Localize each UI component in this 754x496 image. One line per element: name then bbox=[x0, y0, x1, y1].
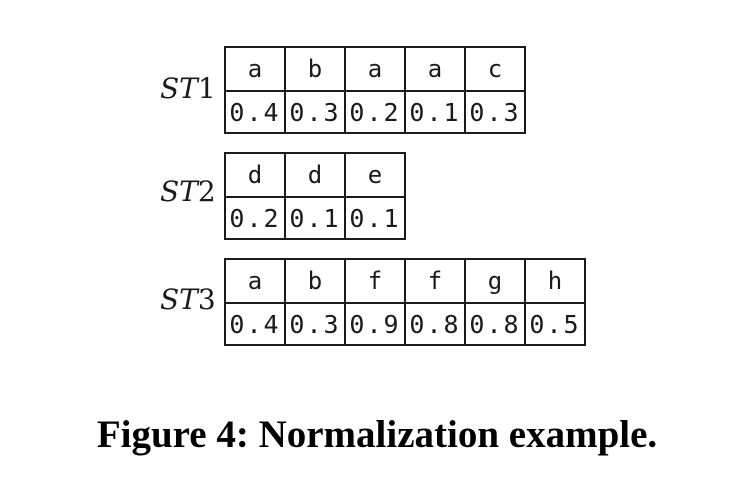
value-cell: 0.4 bbox=[224, 90, 286, 134]
symbol-cell: a bbox=[224, 258, 286, 304]
symbol-cell: a bbox=[344, 46, 406, 92]
value-cell: 0.8 bbox=[404, 302, 466, 346]
value-row: 0.2 0.1 0.1 bbox=[224, 196, 406, 240]
symbol-cell: c bbox=[464, 46, 526, 92]
row-label-st1-num: 1 bbox=[197, 72, 216, 105]
sequence-table-st2: d d e 0.2 0.1 0.1 bbox=[224, 152, 406, 240]
value-cell: 0.1 bbox=[344, 196, 406, 240]
symbol-cell: f bbox=[404, 258, 466, 304]
value-cell: 0.9 bbox=[344, 302, 406, 346]
value-cell: 0.1 bbox=[404, 90, 466, 134]
symbol-cell: d bbox=[224, 152, 286, 198]
symbol-row: d d e bbox=[224, 152, 406, 198]
row-label-st3: ST3 bbox=[160, 283, 216, 316]
symbol-cell: h bbox=[524, 258, 586, 304]
value-cell: 0.3 bbox=[464, 90, 526, 134]
symbol-cell: b bbox=[284, 258, 346, 304]
row-label-st3-text: ST bbox=[160, 283, 198, 316]
value-row: 0.4 0.3 0.9 0.8 0.8 0.5 bbox=[224, 302, 586, 346]
sequence-table-st3: a b f f g h 0.4 0.3 0.9 0.8 0.8 0.5 bbox=[224, 258, 586, 346]
row-label-st1-text: ST bbox=[160, 72, 198, 105]
symbol-cell: g bbox=[464, 258, 526, 304]
row-label-st3-num: 3 bbox=[197, 283, 216, 316]
value-cell: 0.5 bbox=[524, 302, 586, 346]
sequence-table-st1: a b a a c 0.4 0.3 0.2 0.1 0.3 bbox=[224, 46, 526, 134]
symbol-cell: a bbox=[404, 46, 466, 92]
symbol-row: a b a a c bbox=[224, 46, 526, 92]
symbol-cell: d bbox=[284, 152, 346, 198]
symbol-cell: f bbox=[344, 258, 406, 304]
symbol-cell: a bbox=[224, 46, 286, 92]
symbol-row: a b f f g h bbox=[224, 258, 586, 304]
row-label-st2-num: 2 bbox=[197, 175, 216, 208]
value-cell: 0.4 bbox=[224, 302, 286, 346]
value-cell: 0.2 bbox=[224, 196, 286, 240]
symbol-cell: e bbox=[344, 152, 406, 198]
figure-caption: Figure 4: Normalization example. bbox=[96, 413, 658, 456]
row-label-st2: ST2 bbox=[160, 175, 216, 208]
value-row: 0.4 0.3 0.2 0.1 0.3 bbox=[224, 90, 526, 134]
row-label-st2-text: ST bbox=[160, 175, 198, 208]
value-cell: 0.1 bbox=[284, 196, 346, 240]
value-cell: 0.8 bbox=[464, 302, 526, 346]
row-label-st1: ST1 bbox=[160, 72, 216, 105]
value-cell: 0.3 bbox=[284, 302, 346, 346]
value-cell: 0.3 bbox=[284, 90, 346, 134]
symbol-cell: b bbox=[284, 46, 346, 92]
value-cell: 0.2 bbox=[344, 90, 406, 134]
